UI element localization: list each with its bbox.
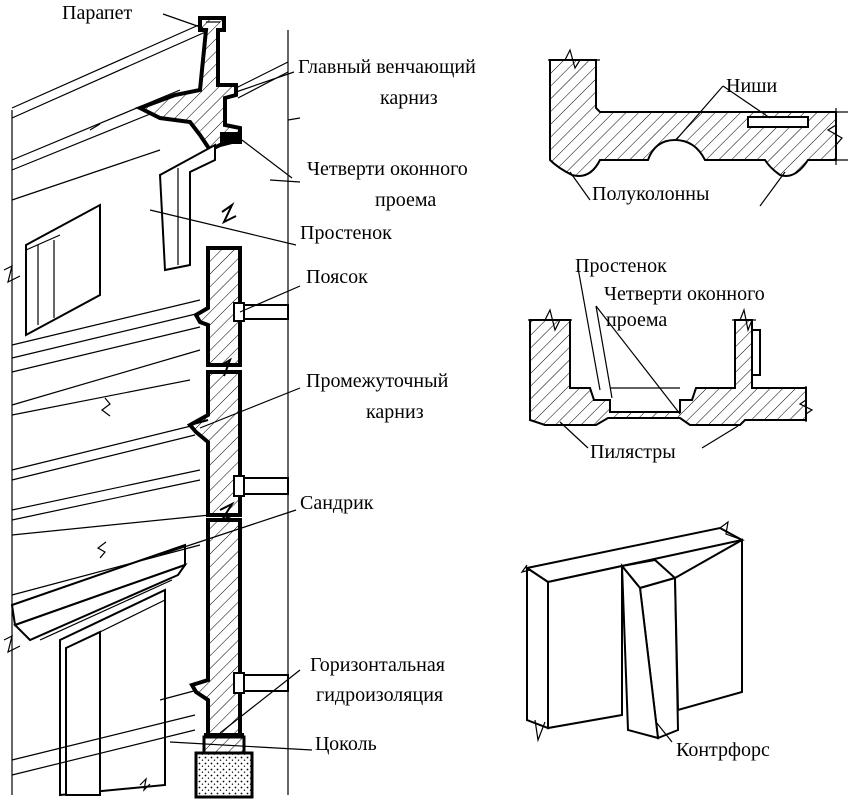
label-waterproofing-1: Горизонтальная [310,654,445,676]
pilasters-plan [528,307,814,426]
label-pilasters: Пилястры [590,441,676,463]
niches-leaders [569,85,786,207]
buttress-leader [655,721,673,743]
label-window-quarters-1: Четверти оконного [307,158,468,180]
label-parapet: Парапет [62,2,133,24]
label-niches: Ниши [726,75,778,97]
label-sandrik: Сандрик [300,492,374,514]
label-half-columns: Полуколонны [592,183,709,205]
facade-elevation [3,16,289,799]
label-main-cornice-2: карниз [380,87,438,109]
label-main-cornice-1: Главный венчающий [298,56,476,78]
label-plinth: Цоколь [315,733,377,755]
buttress-drawing [520,520,745,743]
label-window-quarters2-1: Четверти оконного [604,283,765,305]
label-intermediate-cornice-2: карниз [366,401,424,423]
left-leaders [149,13,313,751]
niches-plan [548,48,848,177]
pilasters-leaders [559,267,739,449]
label-intermediate-cornice-1: Промежуточный [306,370,449,392]
label-pier-2: Простенок [575,255,667,277]
label-pier: Простенок [300,222,392,244]
label-belt: Поясок [306,266,368,288]
label-buttress: Контрфорс [676,739,770,761]
label-window-quarters2-2: проема [606,309,667,331]
label-window-quarters-2: проема [375,189,436,211]
label-waterproofing-2: гидроизоляция [316,684,443,706]
